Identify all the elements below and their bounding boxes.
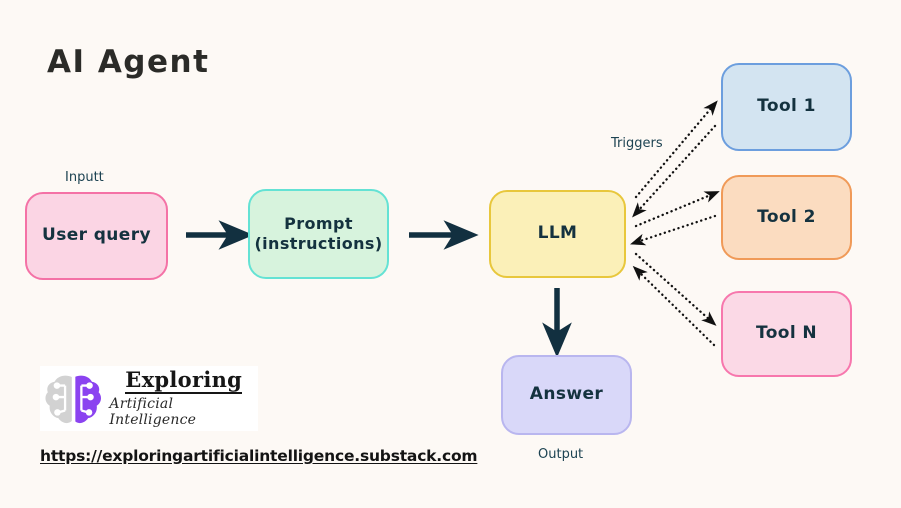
node-user-query[interactable]: User query (25, 192, 168, 280)
node-tool-1[interactable]: Tool 1 (721, 63, 852, 151)
edge-llm-to-tool-2 (630, 191, 720, 246)
node-prompt-label: Prompt (instructions) (254, 214, 383, 253)
node-user-query-label: User query (41, 225, 152, 246)
node-tool-n-label: Tool N (755, 323, 818, 344)
brand-title: Exploring (125, 367, 243, 394)
node-tool-n[interactable]: Tool N (721, 291, 852, 377)
input-caption: Inputt (65, 170, 104, 185)
edge-llm-to-tool-1 (632, 100, 718, 218)
brain-logo-icon (45, 375, 101, 423)
output-caption: Output (538, 447, 584, 462)
node-tool-2-label: Tool 2 (757, 206, 816, 227)
node-answer-label: Answer (529, 384, 604, 405)
node-tool-2[interactable]: Tool 2 (721, 175, 852, 260)
triggers-caption: Triggers (611, 136, 663, 151)
node-prompt[interactable]: Prompt (instructions) (248, 189, 389, 279)
page-title: AI Agent (47, 44, 210, 80)
brand-url-link[interactable]: https://exploringartificialintelligence.… (40, 447, 478, 465)
node-answer[interactable]: Answer (501, 355, 632, 435)
brand-logo-card: Exploring Artificial Intelligence (40, 366, 258, 431)
edge-llm-to-tool-n (632, 252, 717, 347)
node-tool-1-label: Tool 1 (757, 96, 816, 117)
brand-subtitle: Artificial Intelligence (109, 395, 197, 428)
brand-wordmark: Exploring Artificial Intelligence (109, 367, 258, 428)
node-llm[interactable]: LLM (489, 190, 626, 278)
node-llm-label: LLM (537, 223, 578, 244)
